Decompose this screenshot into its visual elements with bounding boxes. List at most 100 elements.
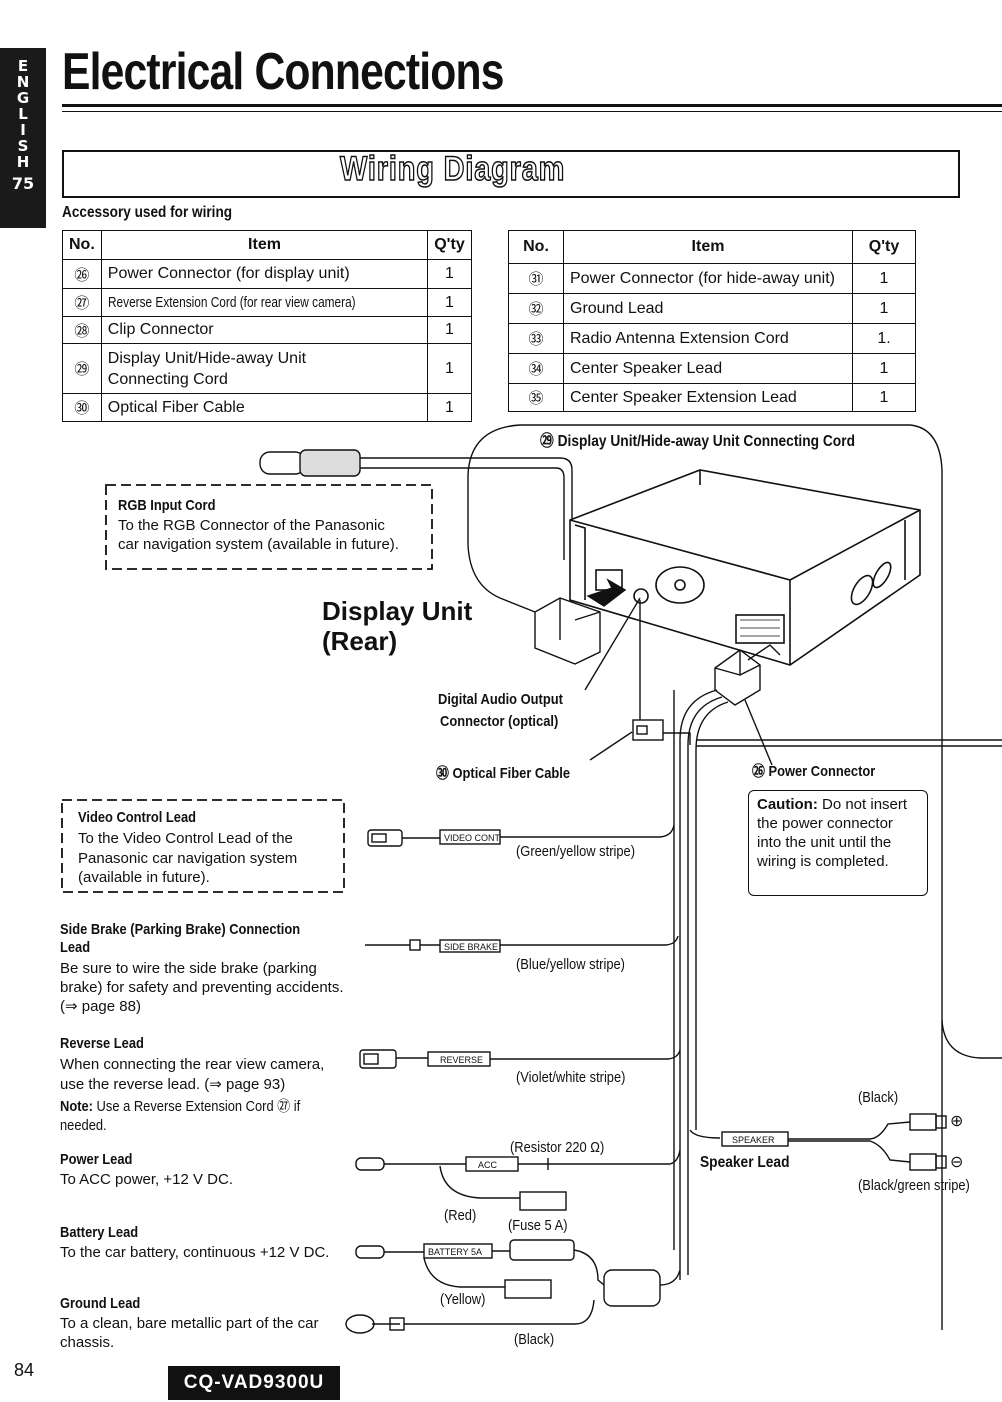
display-unit-label: Display Unit (Rear)	[322, 596, 472, 656]
row-item: Power Connector (for display unit)	[100, 259, 429, 289]
display-unit-body	[569, 469, 921, 666]
reverse-note-line2: needed.	[60, 1117, 107, 1134]
tab-letter: N	[16, 73, 30, 91]
table-row: ㉞ Center Speaker Lead 1	[508, 353, 916, 384]
reverse-note-text: Use a Reverse Extension Cord ㉗ if	[96, 1098, 301, 1115]
power-lead-title: Power Lead	[60, 1151, 133, 1168]
ground-lead-line2: chassis.	[60, 1334, 115, 1351]
title-rule-thin	[62, 111, 1002, 112]
reverse-note-label: Note:	[60, 1098, 93, 1115]
rgb-line2: car navigation system (available in futu…	[118, 536, 399, 553]
digital-audio-line1: Digital Audio Output	[438, 691, 563, 708]
reverse-title: Reverse Lead	[60, 1035, 144, 1052]
table-row: ㉝ Radio Antenna Extension Cord 1.	[508, 323, 916, 354]
optical-fiber-label: ㉚ Optical Fiber Cable	[436, 765, 571, 782]
rgb-line1: To the RGB Connector of the Panasonic	[118, 517, 385, 534]
video-control-line1: To the Video Control Lead of the	[78, 830, 293, 847]
harness-line	[679, 689, 718, 1280]
display-unit-line2: (Rear)	[322, 626, 398, 656]
caution-box: Caution: Do not insert the power connect…	[748, 790, 928, 896]
row-qty: 1	[852, 353, 916, 384]
speaker-tag: SPEAKER	[732, 1135, 775, 1145]
section-banner-box	[62, 150, 960, 198]
battery-connector	[355, 1239, 605, 1299]
row-item: Center Speaker Lead	[563, 353, 853, 384]
harness-right-band	[696, 739, 1002, 747]
reverse-note: Note: Use a Reverse Extension Cord ㉗ if	[60, 1097, 300, 1116]
power-connector-label: ㉖ Power Connector	[752, 763, 876, 780]
row-no: ㉙	[62, 343, 102, 394]
ground-connector	[345, 1299, 595, 1334]
language-letters: E N G L I S H	[0, 48, 46, 170]
row-qty: 1	[852, 293, 916, 324]
rgb-title: RGB Input Cord	[118, 497, 216, 514]
reverse-tag: REVERSE	[440, 1055, 483, 1065]
side-brake-line3: (⇒ page 88)	[60, 998, 141, 1015]
table-header-row: No. Item Q'ty	[62, 230, 472, 260]
connecting-cord-label: ㉙ Display Unit/Hide-away Unit Connecting…	[540, 433, 855, 450]
row-qty: 1	[427, 316, 472, 344]
speaker-lead-title: Speaker Lead	[700, 1154, 790, 1171]
row-no: ㉟	[508, 383, 564, 412]
side-brake-title1: Side Brake (Parking Brake) Connection	[60, 921, 301, 938]
speaker-minus: ⊖	[950, 1154, 964, 1171]
table-row: ㉗ Reverse Extension Cord (for rear view …	[62, 288, 472, 317]
table-row: ㉘ Clip Connector 1	[62, 316, 472, 344]
acc-connector	[355, 1149, 681, 1211]
side-brake-line1: Be sure to wire the side brake (parking	[60, 960, 317, 977]
video-control-line3: (available in future).	[78, 869, 210, 886]
table-row: ㉟ Center Speaker Extension Lead 1	[508, 383, 916, 412]
side-brake-tag: SIDE BRAKE	[444, 942, 498, 952]
row-no: ㉞	[508, 353, 564, 384]
power-connector-pointer	[744, 699, 773, 766]
header-no: No.	[62, 230, 102, 260]
speaker-plus: ⊕	[950, 1113, 964, 1130]
video-cont-tag: VIDEO CONT	[444, 833, 501, 843]
row-no: ㉜	[508, 293, 564, 324]
accessory-heading: Accessory used for wiring	[62, 204, 233, 221]
digital-audio-line2: Connector (optical)	[440, 713, 559, 730]
ground-black: (Black)	[514, 1331, 555, 1348]
header-item: Item	[563, 230, 853, 264]
resistor-label: (Resistor 220 Ω)	[510, 1139, 605, 1156]
cord-to-rear	[467, 475, 536, 613]
video-stripe: (Green/yellow stripe)	[516, 843, 636, 860]
row-item: Center Speaker Extension Lead	[563, 383, 853, 412]
video-control-line2: Panasonic car navigation system	[78, 850, 298, 867]
accessory-table-right: No. Item Q'ty ㉛ Power Connector (for hid…	[508, 230, 916, 412]
row-qty: 1	[427, 259, 472, 289]
row-item: Display Unit/Hide-away Unit Connecting C…	[100, 343, 429, 394]
row-item: Clip Connector	[100, 316, 429, 344]
connecting-cord-loop	[467, 424, 943, 1320]
row-no: ㉚	[62, 393, 102, 422]
language-side-tab: E N G L I S H 75	[0, 48, 46, 228]
cord-to-right-edge	[941, 1019, 1002, 1059]
speaker-connectors	[689, 1113, 947, 1171]
power-lead-line1: To ACC power, +12 V DC.	[60, 1171, 233, 1188]
header-item: Item	[100, 230, 429, 260]
fuse-label: (Fuse 5 A)	[508, 1217, 568, 1234]
ground-lead-title: Ground Lead	[60, 1295, 141, 1312]
battery-lead-line1: To the car battery, continuous +12 V DC.	[60, 1244, 330, 1261]
side-brake-connector	[365, 935, 679, 953]
page-number: 84	[14, 1360, 35, 1380]
caution-prefix: Caution:	[757, 796, 818, 813]
reverse-connector	[359, 1049, 681, 1069]
digital-audio-pointer	[584, 597, 641, 691]
tab-page-index: 75	[11, 174, 35, 193]
accessory-table-left: No. Item Q'ty ㉖ Power Connector (for dis…	[62, 230, 472, 422]
table-row: ㉖ Power Connector (for display unit) 1	[62, 259, 472, 289]
optical-plug	[632, 719, 664, 741]
side-brake-stripe: (Blue/yellow stripe)	[516, 956, 625, 973]
tab-letter: H	[16, 153, 30, 171]
tab-letter: S	[17, 137, 29, 155]
display-unit-line1: Display Unit	[322, 596, 473, 626]
relay-box	[603, 1269, 661, 1307]
reverse-line1: When connecting the rear view camera,	[60, 1056, 325, 1073]
model-badge: CQ-VAD9300U	[168, 1366, 340, 1400]
harness-line	[687, 696, 723, 1275]
side-brake-title2: Lead	[60, 939, 91, 956]
yellow-label: (Yellow)	[440, 1291, 486, 1308]
row-item: Radio Antenna Extension Cord	[563, 323, 853, 354]
